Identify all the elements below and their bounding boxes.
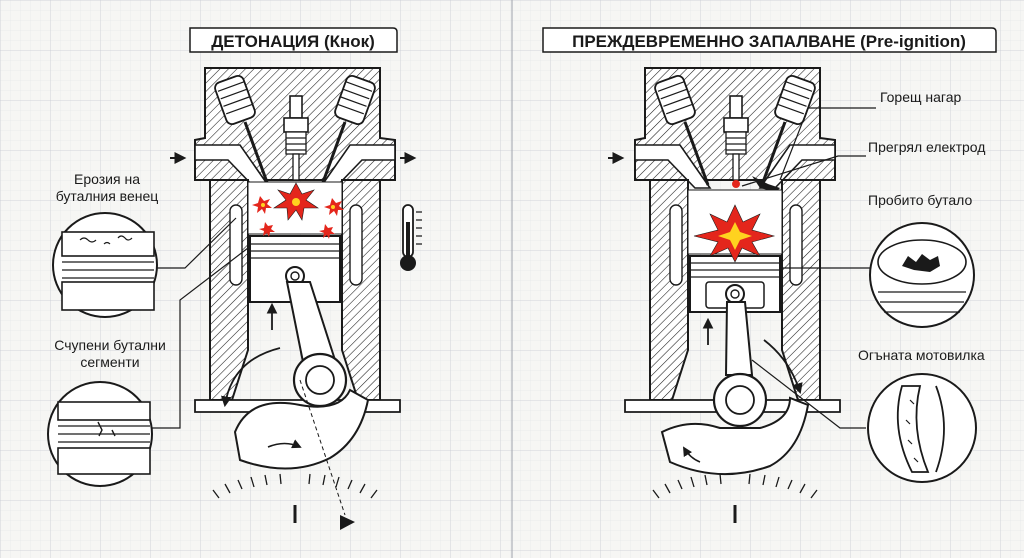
exhaust-valve-right xyxy=(760,74,816,186)
preignition-flame xyxy=(693,204,776,263)
detonation-flames-left xyxy=(252,182,344,239)
label-rings-line2: сегменти xyxy=(80,354,139,370)
label-rings-line1: Счупени бутални xyxy=(54,337,166,353)
rotation-arrow-left xyxy=(220,347,281,408)
title-right-text: ПРЕЖДЕВРЕМЕННО ЗАПАЛВАНЕ (Pre-ignition) xyxy=(572,32,966,51)
exhaust-valve-left xyxy=(320,74,376,186)
label-bent-rod: Огъната мотовилка xyxy=(858,347,985,363)
crank-counterweight-left xyxy=(233,388,370,470)
label-overheated-electrode: Прегрял електрод xyxy=(868,139,985,155)
connecting-rod-left xyxy=(285,281,348,408)
intake-valve-left xyxy=(214,74,270,186)
callout-holed-piston: Пробито бутало xyxy=(780,192,975,328)
label-erosion-line2: буталния венец xyxy=(56,188,159,204)
thermometer-icon xyxy=(400,204,422,271)
title-left: ДЕТОНАЦИЯ (Кнок) xyxy=(189,27,398,53)
spark-plug-left xyxy=(283,95,309,181)
hot-carbon-deposit xyxy=(752,176,780,192)
callout-bent-rod: Огъната мотовилка xyxy=(751,347,985,483)
connecting-rod-right xyxy=(712,301,768,428)
spark-plug-right xyxy=(723,95,749,188)
callout-rings: Счупени бутални сегменти xyxy=(47,247,249,487)
intake-valve-right xyxy=(654,74,710,186)
callout-hot-carbon: Горещ нагар xyxy=(779,89,962,181)
label-holed-piston: Пробито бутало xyxy=(868,192,972,208)
label-hot-carbon: Горещ нагар xyxy=(880,89,962,105)
timing-marker-left xyxy=(340,515,355,530)
engine-right xyxy=(608,67,841,523)
callout-overheated-electrode: Прегрял електрод xyxy=(741,139,985,187)
callout-erosion: Ерозия на буталния венец xyxy=(52,171,237,318)
title-right: ПРЕЖДЕВРЕМЕННО ЗАПАЛВАНЕ (Pre-ignition) xyxy=(542,27,997,53)
intake-port-right xyxy=(634,144,712,189)
rotation-arrow-right xyxy=(763,339,803,395)
label-erosion-line1: Ерозия на xyxy=(74,171,140,187)
title-left-text: ДЕТОНАЦИЯ (Кнок) xyxy=(211,32,375,51)
timing-scale-right xyxy=(652,473,818,523)
engine-left xyxy=(170,67,422,530)
bent-rod-detail-circle xyxy=(867,373,977,483)
crank-axis-left xyxy=(299,379,346,516)
piston-right xyxy=(689,255,781,313)
crank-counterweight-right xyxy=(660,396,810,476)
timing-scale-left xyxy=(212,473,378,523)
